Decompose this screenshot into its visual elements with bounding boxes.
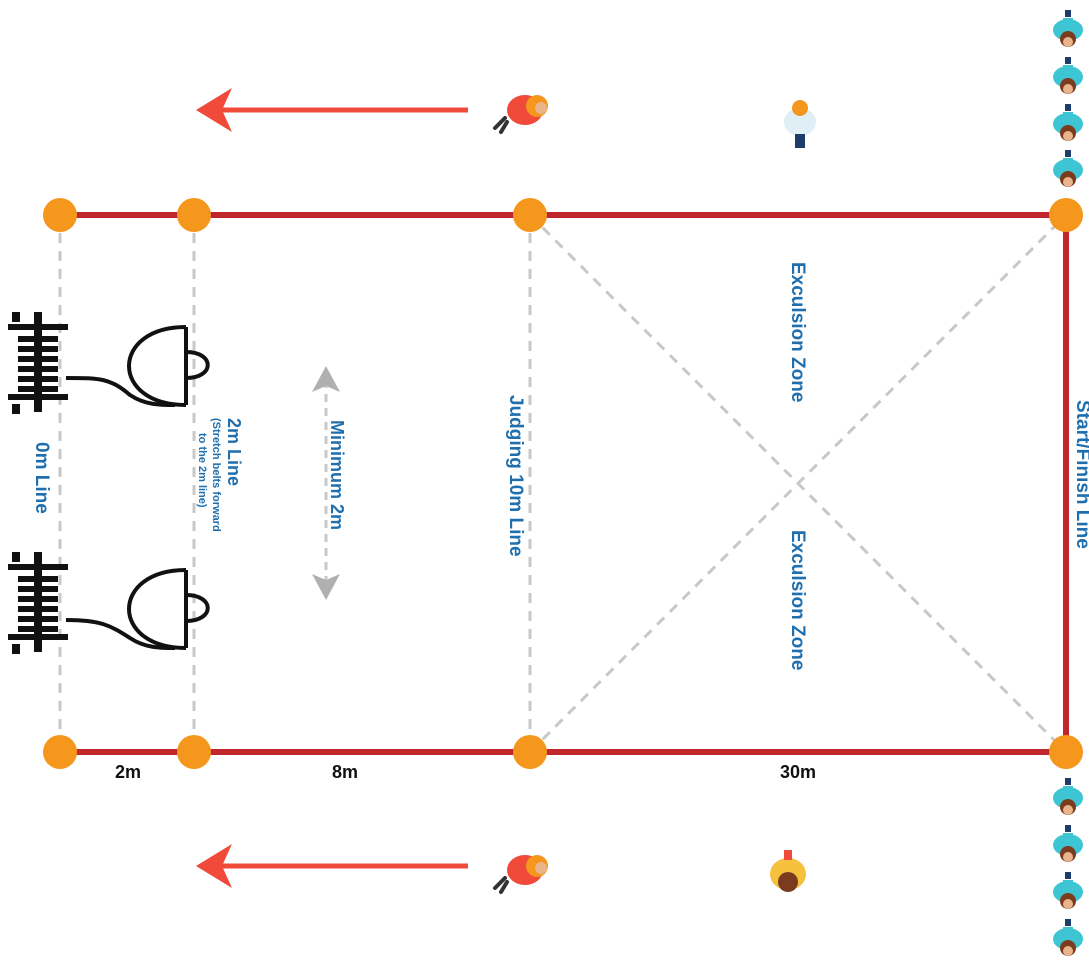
minimum-gap-arrow <box>312 366 340 600</box>
two-m-line-note: to the 2m line) <box>196 433 208 508</box>
direction-arrow-icon <box>196 88 468 132</box>
cones <box>43 198 1083 769</box>
course-boundary <box>60 212 1069 755</box>
judging-line-label: Judging 10m Line <box>505 395 526 557</box>
cone-icon <box>177 735 211 769</box>
competitor-icon <box>1053 872 1083 909</box>
harness-icon <box>65 325 210 407</box>
competitor-icon <box>1053 57 1083 94</box>
exclusion-zone-label: Exculsion Zone <box>787 262 808 402</box>
cone-icon <box>1049 198 1083 232</box>
cone-icon <box>513 198 547 232</box>
start-finish-label: Start/Finish Line <box>1072 400 1089 549</box>
cone-icon <box>177 198 211 232</box>
minimum-gap-label: Minimum 2m <box>327 420 347 530</box>
competitor-icon <box>1053 825 1083 862</box>
competitor-icon <box>1053 150 1083 187</box>
distance-label-30m: 30m <box>780 762 816 782</box>
guide-lines <box>58 213 1068 754</box>
competitor-queue-bottom <box>1053 778 1083 956</box>
zero-m-line-label: 0m Line <box>31 442 52 514</box>
competitor-icon <box>1053 10 1083 47</box>
cone-icon <box>43 198 77 232</box>
competitor-icon <box>1053 778 1083 815</box>
cone-icon <box>43 735 77 769</box>
direction-arrow-icon <box>196 844 468 888</box>
judge-icon <box>493 93 550 134</box>
two-m-line-note: (Stretch belts forward <box>210 418 222 532</box>
distance-label-2m: 2m <box>115 762 141 782</box>
judge-icon <box>493 853 550 894</box>
harness-icon <box>65 568 210 650</box>
exclusion-zone-label: Exculsion Zone <box>787 530 808 670</box>
cone-icon <box>1049 735 1083 769</box>
competitor-icon <box>1053 919 1083 956</box>
official-icon <box>770 850 806 892</box>
competitor-queue-top <box>1053 10 1083 187</box>
cone-icon <box>513 735 547 769</box>
official-icon <box>784 100 816 148</box>
distance-label-8m: 8m <box>332 762 358 782</box>
competitor-icon <box>1053 104 1083 141</box>
exclusion-diagonal <box>528 213 1068 754</box>
two-m-line-label: 2m Line <box>224 418 244 486</box>
